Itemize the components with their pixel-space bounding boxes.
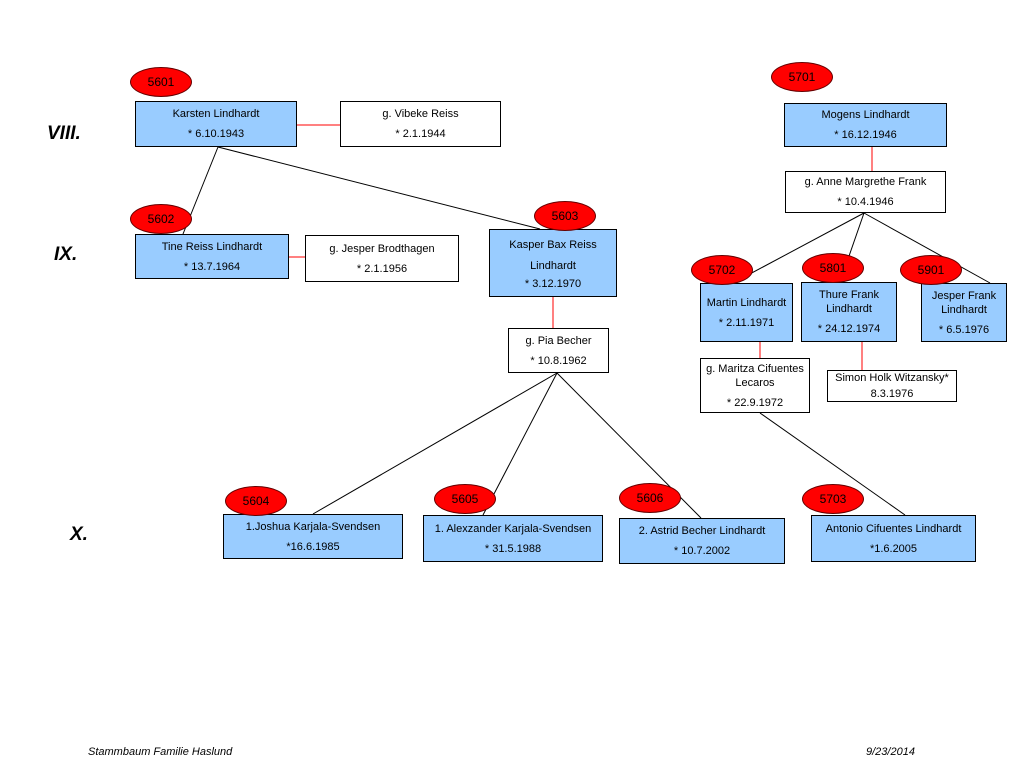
person-birth: * 24.12.1974 — [817, 323, 881, 335]
descent-line-martin — [732, 212, 865, 284]
person-name: g. Maritza Cifuentes Lecaros — [706, 362, 804, 389]
person-birth: *1.6.2005 — [869, 542, 918, 555]
person-name: 1. Alexzander Karjala-Svendsen — [434, 522, 592, 535]
descent-line-alexzander — [482, 372, 558, 516]
person-name: g. Vibeke Reiss — [382, 108, 459, 120]
person-name: Mogens Lindhardt — [821, 109, 910, 121]
badge-5601: 5601 — [130, 67, 192, 97]
person-name: g. Anne Margrethe Frank — [804, 176, 927, 188]
spouse-box-anne[interactable]: g. Anne Margrethe Frank * 10.4.1946 — [785, 171, 946, 213]
person-box-jesper-frank[interactable]: Jesper Frank Lindhardt * 6.5.1976 — [921, 283, 1007, 342]
person-box-thure[interactable]: Thure Frank Lindhardt * 24.12.1974 — [801, 282, 897, 342]
spouse-box-pia[interactable]: g. Pia Becher * 10.8.1962 — [508, 328, 609, 373]
footer-title: Stammbaum Familie Haslund — [88, 746, 233, 758]
person-box-karsten[interactable]: Karsten Lindhardt * 6.10.1943 — [135, 101, 297, 147]
badge-5901: 5901 — [900, 255, 962, 285]
person-birth: * 10.7.2002 — [673, 545, 731, 557]
person-box-antonio[interactable]: Antonio Cifuentes Lindhardt *1.6.2005 — [811, 515, 976, 562]
person-name: g. Pia Becher — [525, 334, 592, 347]
badge-5603: 5603 — [534, 201, 596, 231]
person-name: 1.Joshua Karjala-Svendsen — [245, 520, 381, 533]
person-name: Martin Lindhardt — [706, 296, 787, 309]
person-box-tine[interactable]: Tine Reiss Lindhardt * 13.7.1964 — [135, 234, 289, 279]
person-birth: 8.3.1976 — [870, 388, 914, 400]
person-name: Antonio Cifuentes Lindhardt — [825, 522, 962, 535]
person-name: Thure Frank Lindhardt — [819, 289, 879, 315]
badge-5703: 5703 — [802, 484, 864, 514]
person-birth: * 6.10.1943 — [187, 128, 245, 140]
person-name: 2. Astrid Becher Lindhardt — [638, 525, 766, 537]
footer-date: 9/23/2014 — [866, 746, 915, 758]
descent-line-joshua — [312, 372, 558, 515]
person-box-alexzander[interactable]: 1. Alexzander Karjala-Svendsen * 31.5.19… — [423, 515, 603, 562]
person-box-mogens[interactable]: Mogens Lindhardt * 16.12.1946 — [784, 103, 947, 147]
badge-5602: 5602 — [130, 204, 192, 234]
person-birth: * 2.1.1944 — [395, 128, 446, 140]
person-birth: * 3.12.1970 — [524, 278, 582, 290]
partner-box-simon[interactable]: Simon Holk Witzansky* 8.3.1976 — [827, 370, 957, 402]
spouse-box-maritza[interactable]: g. Maritza Cifuentes Lecaros * 22.9.1972 — [700, 358, 810, 413]
person-box-kasper[interactable]: Kasper Bax Reiss Lindhardt * 3.12.1970 — [489, 229, 617, 297]
person-name: Simon Holk Witzansky* — [835, 372, 949, 384]
person-box-astrid[interactable]: 2. Astrid Becher Lindhardt * 10.7.2002 — [619, 518, 785, 564]
badge-5701: 5701 — [771, 62, 833, 92]
generation-label-viii: VIII. — [47, 123, 81, 144]
person-birth: * 2.11.1971 — [718, 316, 775, 329]
spouse-box-vibeke[interactable]: g. Vibeke Reiss * 2.1.1944 — [340, 101, 501, 147]
badge-5604: 5604 — [225, 486, 287, 516]
person-birth: * 6.5.1976 — [938, 323, 990, 336]
person-name: g. Jesper Brodthagen — [329, 242, 435, 255]
person-birth: * 22.9.1972 — [726, 396, 784, 409]
badge-5702: 5702 — [691, 255, 753, 285]
generation-label-x: X. — [70, 524, 88, 545]
descent-line-jesper-f — [863, 212, 991, 284]
generation-label-ix: IX. — [54, 244, 78, 265]
descent-line-antonio — [759, 412, 906, 516]
person-name: Jesper Frank Lindhardt — [931, 289, 997, 316]
person-birth: *16.6.1985 — [286, 540, 340, 553]
badge-5605: 5605 — [434, 484, 496, 514]
person-name: Kasper Bax Reiss Lindhardt — [509, 239, 597, 272]
person-birth: * 10.8.1962 — [530, 354, 587, 367]
badge-5606: 5606 — [619, 483, 681, 513]
descent-line-kasper — [217, 146, 541, 230]
person-birth: * 2.1.1956 — [356, 262, 408, 275]
person-birth: * 31.5.1988 — [484, 542, 542, 555]
person-name: Tine Reiss Lindhardt — [161, 240, 263, 253]
badge-5801: 5801 — [802, 253, 864, 283]
spouse-box-jesper-brodthagen[interactable]: g. Jesper Brodthagen * 2.1.1956 — [305, 235, 459, 282]
person-birth: * 13.7.1964 — [183, 260, 241, 273]
person-birth: * 10.4.1946 — [837, 196, 894, 208]
person-birth: * 16.12.1946 — [834, 129, 897, 141]
person-box-joshua[interactable]: 1.Joshua Karjala-Svendsen *16.6.1985 — [223, 514, 403, 559]
person-box-martin[interactable]: Martin Lindhardt * 2.11.1971 — [700, 283, 793, 342]
person-name: Karsten Lindhardt — [172, 108, 260, 120]
